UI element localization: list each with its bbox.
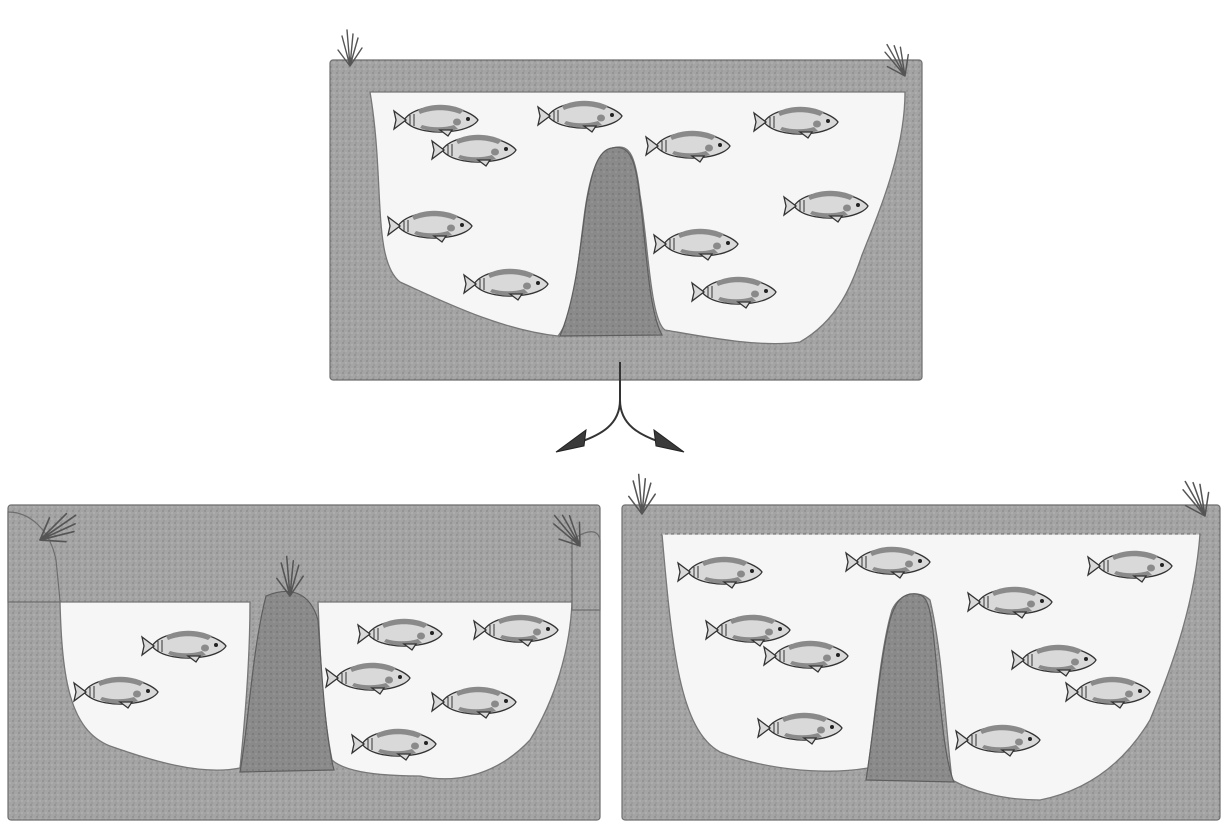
pond-divided-panel [8, 505, 600, 820]
pond-reunited-panel [622, 474, 1220, 820]
ancestral-pond-panel [330, 30, 922, 380]
